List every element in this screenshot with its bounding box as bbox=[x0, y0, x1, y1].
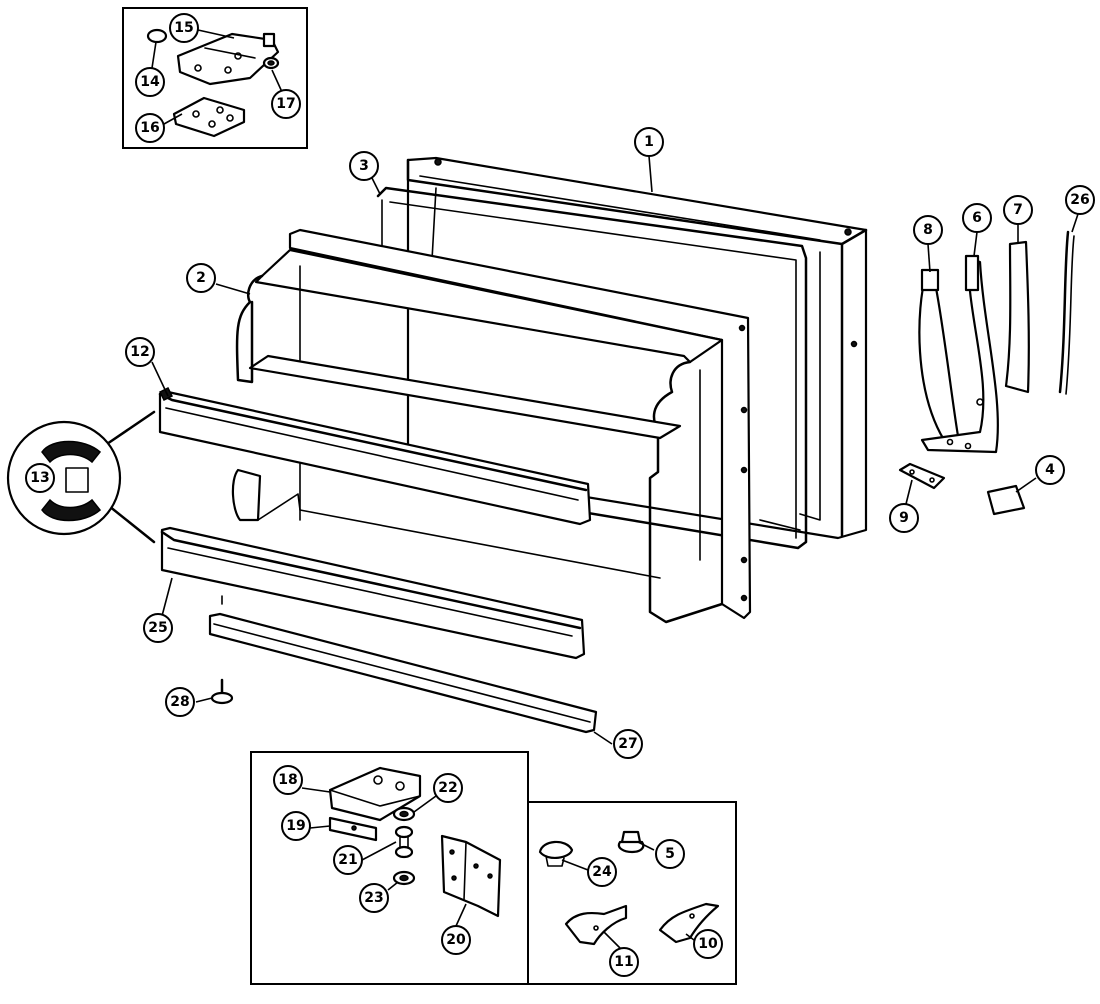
trim-screw bbox=[210, 678, 234, 705]
callout-4: 4 bbox=[1035, 455, 1065, 485]
svg-text:27: 27 bbox=[618, 736, 637, 752]
callout-19: 19 bbox=[281, 811, 311, 841]
callout-27: 27 bbox=[613, 729, 643, 759]
callout-11: 11 bbox=[609, 947, 639, 977]
callout-12: 12 bbox=[125, 337, 155, 367]
svg-text:22: 22 bbox=[438, 780, 457, 796]
top-hinge-plate bbox=[176, 32, 280, 86]
svg-text:5: 5 bbox=[665, 846, 675, 862]
callout-13: 13 bbox=[25, 463, 55, 493]
shelf-clip-right bbox=[658, 902, 720, 944]
svg-text:9: 9 bbox=[899, 510, 909, 526]
washer-small bbox=[262, 56, 280, 70]
door-shelf-rail-upper bbox=[158, 386, 592, 526]
hinge-pin bbox=[394, 825, 414, 859]
leader-lines bbox=[151, 29, 1079, 949]
svg-text:17: 17 bbox=[276, 96, 295, 112]
callout-16: 16 bbox=[135, 113, 165, 143]
svg-text:3: 3 bbox=[359, 158, 369, 174]
handle-mounting-plate bbox=[898, 462, 946, 490]
svg-text:19: 19 bbox=[286, 818, 305, 834]
callout-24: 24 bbox=[587, 857, 617, 887]
inner-door-liner bbox=[231, 228, 752, 624]
hinge-plate-vertical bbox=[440, 834, 502, 918]
svg-text:24: 24 bbox=[592, 864, 612, 880]
callout-8: 8 bbox=[913, 215, 943, 245]
handle-end-cap bbox=[986, 484, 1026, 516]
callout-9: 9 bbox=[889, 503, 919, 533]
svg-text:18: 18 bbox=[278, 772, 297, 788]
svg-text:21: 21 bbox=[338, 852, 357, 868]
svg-text:8: 8 bbox=[923, 222, 933, 238]
callout-5: 5 bbox=[655, 839, 685, 869]
callout-15: 15 bbox=[169, 13, 199, 43]
svg-text:14: 14 bbox=[140, 74, 160, 90]
shelf-clip-left bbox=[564, 904, 628, 946]
hinge-shim-plate bbox=[172, 96, 246, 138]
hinge-pin-cap bbox=[146, 28, 168, 44]
callout-17: 17 bbox=[271, 89, 301, 119]
svg-text:20: 20 bbox=[446, 932, 466, 948]
hinge-inset-box-top bbox=[122, 7, 308, 149]
callout-20: 20 bbox=[441, 925, 471, 955]
svg-text:16: 16 bbox=[140, 120, 159, 136]
callout-10: 10 bbox=[693, 929, 723, 959]
callout-28: 28 bbox=[165, 687, 195, 717]
svg-text:1: 1 bbox=[644, 134, 654, 150]
callout-3: 3 bbox=[349, 151, 379, 181]
callout-6: 6 bbox=[962, 203, 992, 233]
callout-21: 21 bbox=[333, 845, 363, 875]
svg-text:12: 12 bbox=[130, 344, 149, 360]
bottom-door-trim bbox=[208, 595, 598, 734]
plug-button bbox=[538, 840, 574, 867]
callout-22: 22 bbox=[433, 773, 463, 803]
callout-23: 23 bbox=[359, 883, 389, 913]
callout-18: 18 bbox=[273, 765, 303, 795]
door-gasket bbox=[376, 186, 808, 550]
svg-text:2: 2 bbox=[196, 270, 206, 286]
hinge-washer-bottom bbox=[392, 870, 416, 886]
callout-14: 14 bbox=[135, 67, 165, 97]
handle-trim-strip bbox=[1004, 240, 1030, 394]
svg-text:11: 11 bbox=[614, 954, 633, 970]
door-shelf-rail-lower bbox=[160, 526, 586, 660]
svg-text:10: 10 bbox=[698, 936, 718, 952]
hinge-spacer bbox=[328, 816, 378, 842]
svg-text:15: 15 bbox=[174, 20, 193, 36]
hinge-washer-top bbox=[392, 806, 416, 822]
svg-text:28: 28 bbox=[170, 694, 189, 710]
svg-text:13: 13 bbox=[30, 470, 49, 486]
callout-7: 7 bbox=[1003, 195, 1033, 225]
svg-text:25: 25 bbox=[148, 620, 167, 636]
door-handle-bracket bbox=[920, 254, 999, 454]
svg-text:23: 23 bbox=[364, 890, 383, 906]
svg-text:7: 7 bbox=[1013, 202, 1023, 218]
svg-text:26: 26 bbox=[1070, 192, 1089, 208]
callout-2: 2 bbox=[186, 263, 216, 293]
callout-25: 25 bbox=[143, 613, 173, 643]
gasket-detail-magnifier bbox=[6, 410, 156, 544]
svg-text:4: 4 bbox=[1045, 462, 1055, 478]
lower-hinge-bracket bbox=[328, 766, 422, 822]
callout-1: 1 bbox=[634, 127, 664, 157]
door-handle-cover bbox=[918, 268, 960, 442]
callout-26: 26 bbox=[1065, 185, 1095, 215]
svg-text:6: 6 bbox=[972, 210, 982, 226]
hardware-inset-box-bottom-right bbox=[527, 801, 737, 985]
push-fastener bbox=[617, 830, 645, 854]
handle-seal-strip bbox=[1058, 230, 1075, 395]
